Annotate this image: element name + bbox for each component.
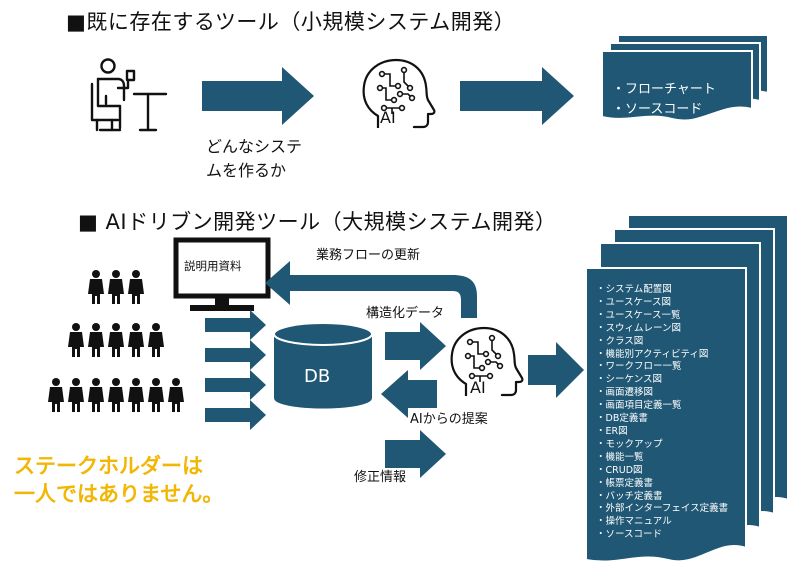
- database-cylinder: [273, 322, 373, 409]
- stakeholder-line-2: 一人ではありません。: [14, 482, 224, 506]
- deliverable-item: ・シーケンス図: [596, 374, 663, 386]
- feedback-arrow: [265, 261, 477, 318]
- stakeholder-line-1: ステークホルダーは: [14, 454, 203, 478]
- monitor-icon: [173, 237, 271, 311]
- deliverable-item: ・帳票定義書: [596, 477, 654, 489]
- deliverable-item: ・CRUD図: [596, 464, 643, 476]
- deliverable-item: ・機能一覧: [596, 451, 644, 463]
- deliverable-item: ・ER図: [596, 425, 628, 437]
- question-caption: どんなシステ ムを作るか: [206, 135, 302, 183]
- deliverable-item: ・ソースコード: [596, 529, 663, 541]
- section-title-ai-driven-tools: ■ AIドリブン開発ツール（大規模システム開発）: [78, 210, 557, 234]
- ai-brain-icon: [362, 58, 436, 130]
- structured-data-label: 構造化データ: [366, 306, 445, 321]
- ai-label-bottom: AI: [470, 378, 486, 397]
- deliverable-item: ・DB定義書: [596, 413, 648, 425]
- request-arrow: [202, 67, 314, 125]
- question-line-1: どんなシステ: [206, 137, 303, 156]
- section-title-existing-tools: ■既に存在するツール（小規模システム開発）: [66, 10, 516, 34]
- document-stack-large: [585, 214, 789, 563]
- proposal-arrow: [381, 370, 437, 418]
- deliverable-item: ・ワークフロー一覧: [596, 361, 682, 373]
- deliverable-item: ・バッチ定義書: [596, 490, 663, 502]
- deliverables-list: ・システム配置図 ・ユースケース図 ・ユースケース一覧 ・スウィムレーン図 ・ク…: [596, 284, 728, 542]
- correction-label: 修正情報: [354, 470, 407, 485]
- stakeholder-note: ステークホルダーは 一人ではありません。: [14, 452, 223, 508]
- ai-label-top: AI: [380, 108, 396, 127]
- correction-arrow: [385, 430, 446, 478]
- deliverable-item: ・モックアップ: [596, 438, 663, 450]
- deliverable-item: ・外部インターフェイス定義書: [596, 503, 729, 515]
- deliverable-item: ・画面項目定義一覧: [596, 400, 682, 412]
- deliverable-item: ・スウィムレーン図: [596, 322, 682, 334]
- deliverable-item: ・操作マニュアル: [596, 516, 672, 528]
- feedback-label: 業務フローの更新: [316, 248, 421, 263]
- deliverable-item: ・機能別アクティビティ図: [596, 348, 709, 360]
- proposal-label: AIからの提案: [410, 412, 488, 427]
- small-output-item: ・ソースコード: [612, 102, 703, 117]
- deliverable-item: ・システム配置図: [596, 284, 672, 295]
- small-output-item: ・フローチャート: [612, 82, 716, 97]
- deliverable-item: ・画面遷移図: [596, 387, 654, 399]
- stakeholder-pyramid-icon: [48, 270, 184, 412]
- input-arrows: [205, 310, 266, 430]
- small-output-list: ・フローチャート ・ソースコード: [612, 80, 716, 120]
- deliverable-item: ・ユースケース図: [596, 296, 672, 308]
- question-line-2: ムを作るか: [206, 161, 287, 180]
- output-arrow: [460, 67, 574, 125]
- worker-at-desk-icon: [90, 58, 168, 132]
- ai-brain-icon-large: [450, 326, 524, 398]
- generate-arrow: [528, 342, 584, 398]
- deliverable-item: ・ユースケース一覧: [596, 309, 681, 321]
- structured-data-arrow: [385, 322, 446, 370]
- db-label: DB: [304, 366, 331, 387]
- deliverable-item: ・クラス図: [596, 335, 644, 347]
- monitor-label: 説明用資料: [184, 259, 242, 273]
